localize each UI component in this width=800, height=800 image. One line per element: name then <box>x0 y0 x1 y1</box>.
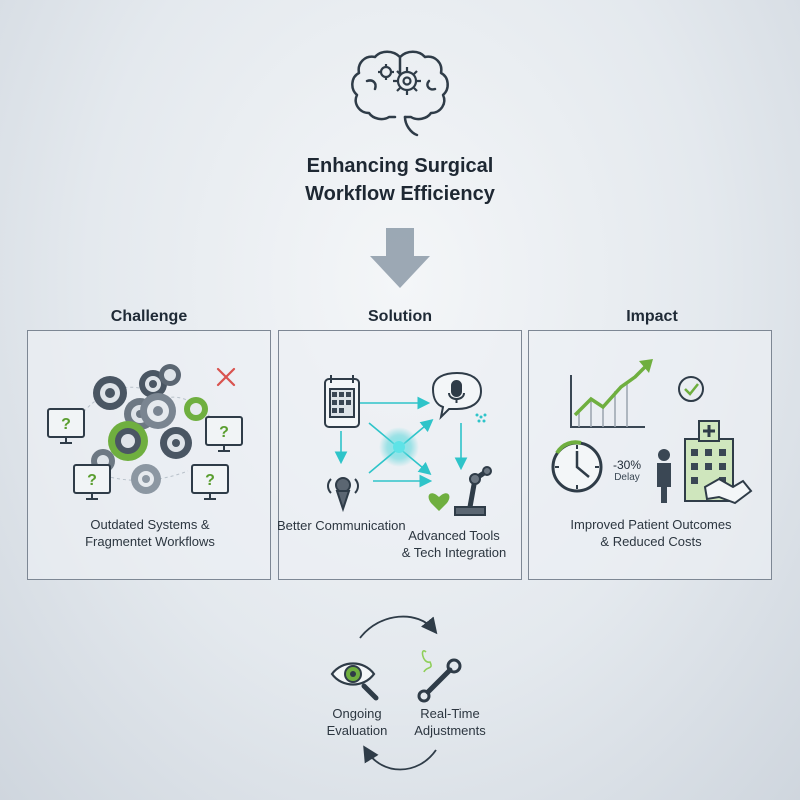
svg-text:?: ? <box>205 472 215 489</box>
challenge-caption-line-2: Fragmentet Workflows <box>85 534 215 549</box>
clock-icon <box>551 440 603 493</box>
handshake-icon <box>703 477 753 505</box>
impact-caption-line-2: & Reduced Costs <box>600 534 702 549</box>
wrench-icon <box>417 649 462 703</box>
solution-right-caption: Advanced Tools & Tech Integration <box>389 527 519 561</box>
svg-text:?: ? <box>219 424 229 441</box>
title-line-2: Workflow Efficiency <box>305 183 495 205</box>
check-circle-icon <box>678 376 704 402</box>
challenge-label: Challenge <box>110 308 188 325</box>
solution-label: Solution <box>368 308 432 325</box>
ongoing-evaluation-line-1: Ongoing <box>332 706 382 721</box>
impact-caption-line-1: Improved Patient Outcomes <box>570 517 732 532</box>
real-time-adjustments-label: Real-Time Adjustments <box>400 705 500 739</box>
svg-text:?: ? <box>61 416 71 433</box>
down-arrow-icon <box>370 228 430 288</box>
impact-label: Impact <box>626 308 678 325</box>
real-time-adjustments-line-1: Real-Time <box>420 706 480 721</box>
svg-text:?: ? <box>87 472 97 489</box>
robotic-arm-icon <box>454 466 492 516</box>
solution-right-caption-line-1: Advanced Tools <box>408 528 500 543</box>
page-title: Enhancing Surgical Workflow Efficiency <box>200 152 600 208</box>
impact-panel: -30% Delay Improved Patient Outcomes & R… <box>528 330 772 580</box>
ongoing-evaluation-line-2: Evaluation <box>326 723 388 738</box>
delay-stat: -30% Delay <box>607 458 647 483</box>
delay-label: Delay <box>614 472 640 483</box>
solution-network-illustration <box>324 371 492 516</box>
robot-probe-icon <box>327 477 359 513</box>
solution-right-caption-line-2: & Tech Integration <box>401 545 507 560</box>
cycle-arrows-illustration <box>330 615 462 771</box>
brain-gear-icon <box>351 50 449 137</box>
eye-magnifier-icon <box>330 662 379 701</box>
title-line-1: Enhancing Surgical <box>306 155 494 177</box>
patient-icon <box>657 449 671 503</box>
gear-cluster <box>91 364 208 494</box>
ongoing-evaluation-label: Ongoing Evaluation <box>312 705 402 739</box>
impact-illustration <box>551 359 753 505</box>
challenge-caption: Outdated Systems & Fragmentet Workflows <box>28 516 272 550</box>
impact-caption: Improved Patient Outcomes & Reduced Cost… <box>529 516 773 550</box>
challenge-panel: ? ? ? ? Outdated Systems & Fragmentet Wo… <box>27 330 271 580</box>
real-time-adjustments-line-2: Adjustments <box>414 723 486 738</box>
delay-value: -30% <box>612 458 641 472</box>
question-monitor-icons <box>47 408 243 500</box>
gears-and-monitors-illustration: ? ? ? ? <box>47 364 243 500</box>
growth-chart-icon <box>570 375 645 428</box>
heart-icon <box>428 493 450 511</box>
solution-left-caption: Better Communication <box>277 518 406 533</box>
hospital-icon <box>684 420 734 502</box>
red-x-icon <box>216 367 236 387</box>
solution-panel: Better Communication Advanced Tools & Te… <box>277 330 522 580</box>
speech-microphone-icon <box>431 371 483 421</box>
challenge-caption-line-1: Outdated Systems & <box>90 517 210 532</box>
